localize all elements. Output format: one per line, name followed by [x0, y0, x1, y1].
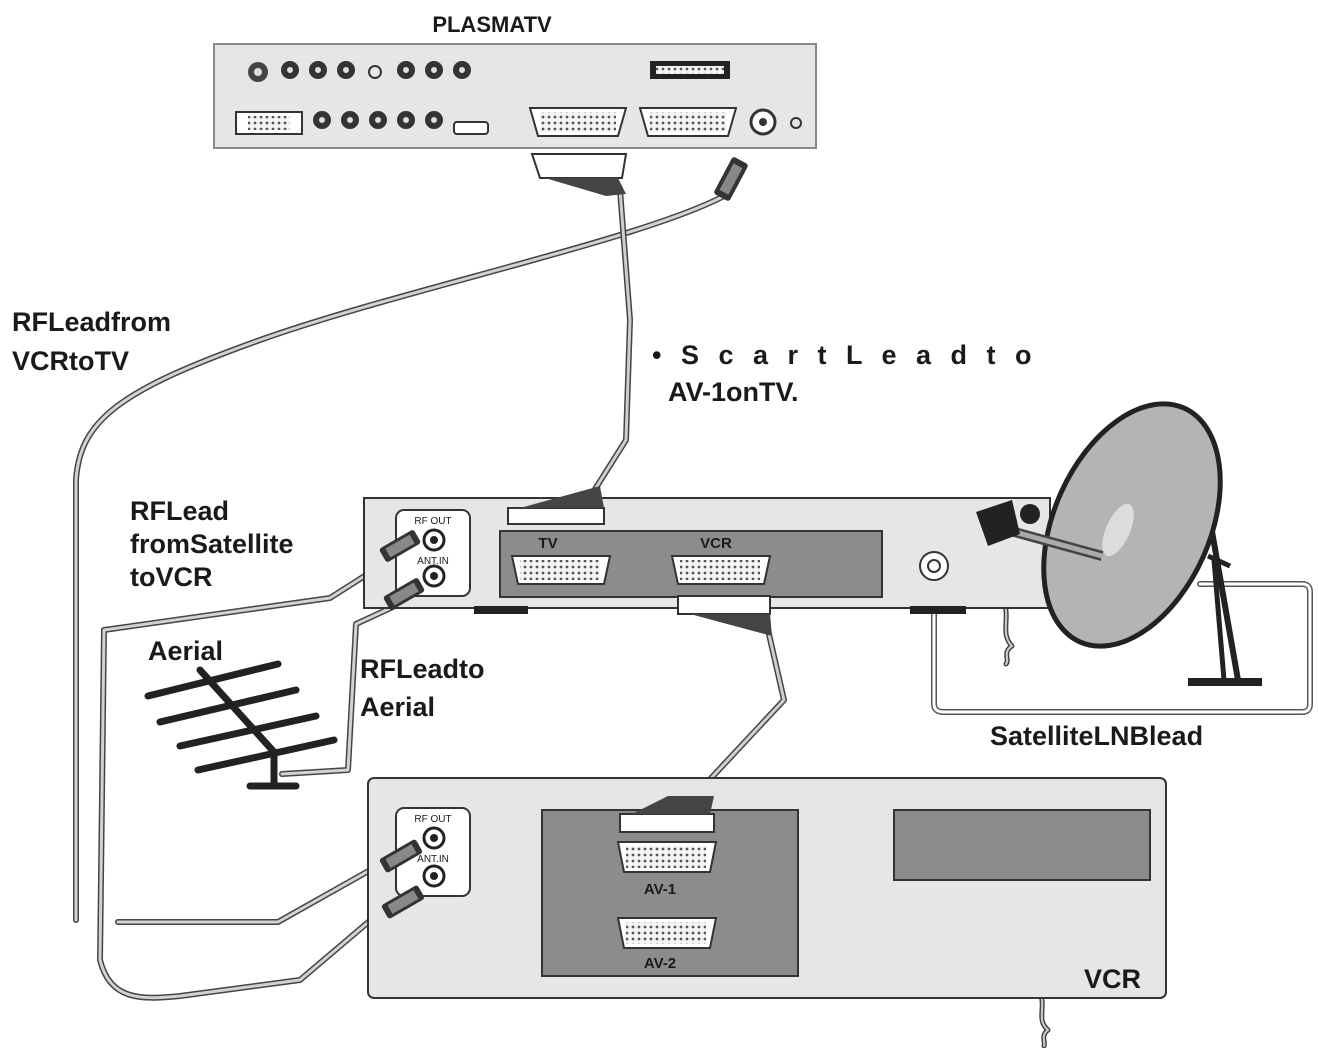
rf-lead-satellite-to-vcr — [97, 553, 399, 1001]
satellite-ant-in-label: ANT.IN — [417, 556, 449, 567]
satellite-receiver — [363, 497, 1051, 614]
tv-scart-av1-socket — [528, 107, 628, 137]
tv-rf-input-socket — [749, 108, 802, 136]
rf-plug-satellite-in — [383, 578, 425, 610]
vcr-scart-av2-label: AV-2 — [644, 955, 676, 972]
tv-bottom-row-connectors — [235, 111, 489, 135]
rf-plug-vcr-in — [381, 885, 425, 919]
tv-top-row-connectors — [248, 61, 730, 82]
scart-plug-satellite-tv — [507, 486, 605, 525]
rf-plug-tv — [714, 157, 748, 201]
vcr-unit — [367, 777, 1167, 999]
vcr-ant-in-label: ANT.IN — [417, 854, 449, 865]
satellite-rf-out-label: RF OUT — [414, 516, 451, 527]
aerial-label: Aerial — [148, 636, 223, 666]
scart-lead-label-line2: AV-1onTV. — [668, 377, 799, 407]
rf-plug-vcr-out — [379, 839, 423, 873]
rf-lead-vcr-tv-label-line1: RFLeadfrom — [12, 307, 171, 337]
vcr-rf-out-label: RF OUT — [414, 814, 451, 825]
scart-plug-satellite-vcr — [677, 595, 772, 636]
vcr-scart-av1-label: AV-1 — [644, 881, 676, 898]
rf-plug-satellite-out — [379, 530, 421, 562]
plasma-tv-label: PLASMATV — [432, 12, 552, 37]
rf-lead-aerial-label-line2: Aerial — [360, 692, 435, 722]
tv-scart-av2-socket — [638, 107, 738, 137]
rf-lead-satellite-label-line2: fromSatellite — [130, 529, 294, 559]
rf-lead-vcr-tv-label-line2: VCRtoTV — [12, 346, 129, 376]
rf-lead-satellite-label-line1: RFLead — [130, 496, 229, 526]
scart-plug-vcr-av1 — [619, 796, 715, 833]
satellite-lnb-lead-label: SatelliteLNBlead — [990, 721, 1203, 751]
scart-lead-label-line1: • S c a r t L e a d t o — [652, 340, 1038, 370]
satellite-scart-tv-label: TV — [538, 535, 557, 552]
rf-lead-satellite-label-line3: toVCR — [130, 562, 213, 592]
vcr-label: VCR — [1084, 964, 1141, 994]
aerial-antenna — [144, 660, 338, 790]
scart-plug-tv — [530, 153, 628, 196]
satellite-dish — [976, 401, 1262, 686]
satellite-scart-vcr-label: VCR — [700, 535, 732, 552]
plasma-tv-panel — [213, 43, 817, 149]
rf-lead-aerial-label-line1: RFLeadto — [360, 654, 485, 684]
